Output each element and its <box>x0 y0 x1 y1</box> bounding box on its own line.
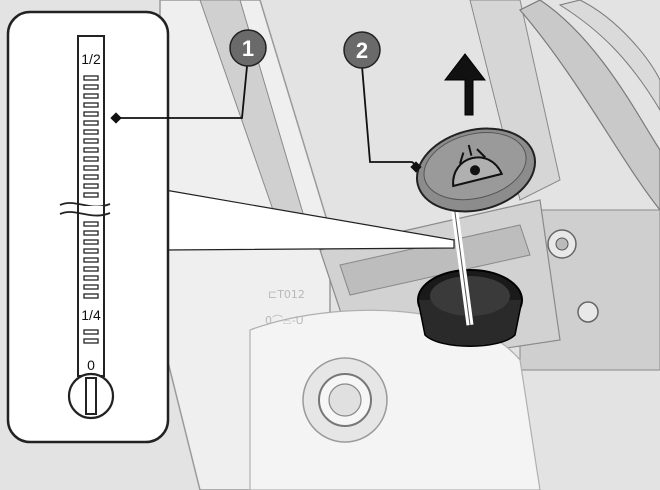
gauge-tick <box>83 329 99 335</box>
reservoir-cap[interactable] <box>408 117 544 224</box>
gauge-tick <box>83 129 99 135</box>
gauge-tick <box>83 165 99 171</box>
gauge-tick <box>83 338 99 344</box>
gauge-label-quarter: 1/4 <box>81 307 101 323</box>
engraving-1: ⊏T012 <box>268 288 305 301</box>
level-gauge <box>59 35 115 420</box>
gauge-tick <box>83 221 99 227</box>
gauge-tick <box>83 75 99 81</box>
gauge-tick <box>83 192 99 198</box>
gauge-tick <box>83 239 99 245</box>
gauge-tick <box>83 120 99 126</box>
gauge-tick <box>83 293 99 299</box>
gauge-tick <box>83 93 99 99</box>
callout-1-badge <box>229 29 267 67</box>
gauge-tick <box>83 183 99 189</box>
gauge-tick <box>83 174 99 180</box>
gauge-tick <box>83 147 99 153</box>
pull-up-arrow <box>443 53 487 116</box>
callout-1-leader <box>116 55 249 119</box>
gauge-tick <box>83 284 99 290</box>
callout-2-badge <box>343 31 381 69</box>
callout-2-number: 2 <box>356 38 368 63</box>
windshield-washer-icon <box>452 144 504 188</box>
gauge-tick <box>83 84 99 90</box>
callout-1-number: 1 <box>242 36 254 61</box>
gauge-tick <box>83 138 99 144</box>
bolt <box>577 301 599 323</box>
gauge-label-zero: 0 <box>87 357 95 373</box>
gauge-tick <box>83 275 99 281</box>
gauge-tick <box>83 230 99 236</box>
gauge-tick <box>83 266 99 272</box>
engraving-2: 0⌒⌓-U <box>265 314 304 327</box>
gauge-tick <box>83 248 99 254</box>
gauge-tick <box>83 102 99 108</box>
gauge-tick <box>83 156 99 162</box>
gauge-tick <box>83 257 99 263</box>
gauge-tick <box>83 111 99 117</box>
gauge-label-half: 1/2 <box>81 51 101 67</box>
